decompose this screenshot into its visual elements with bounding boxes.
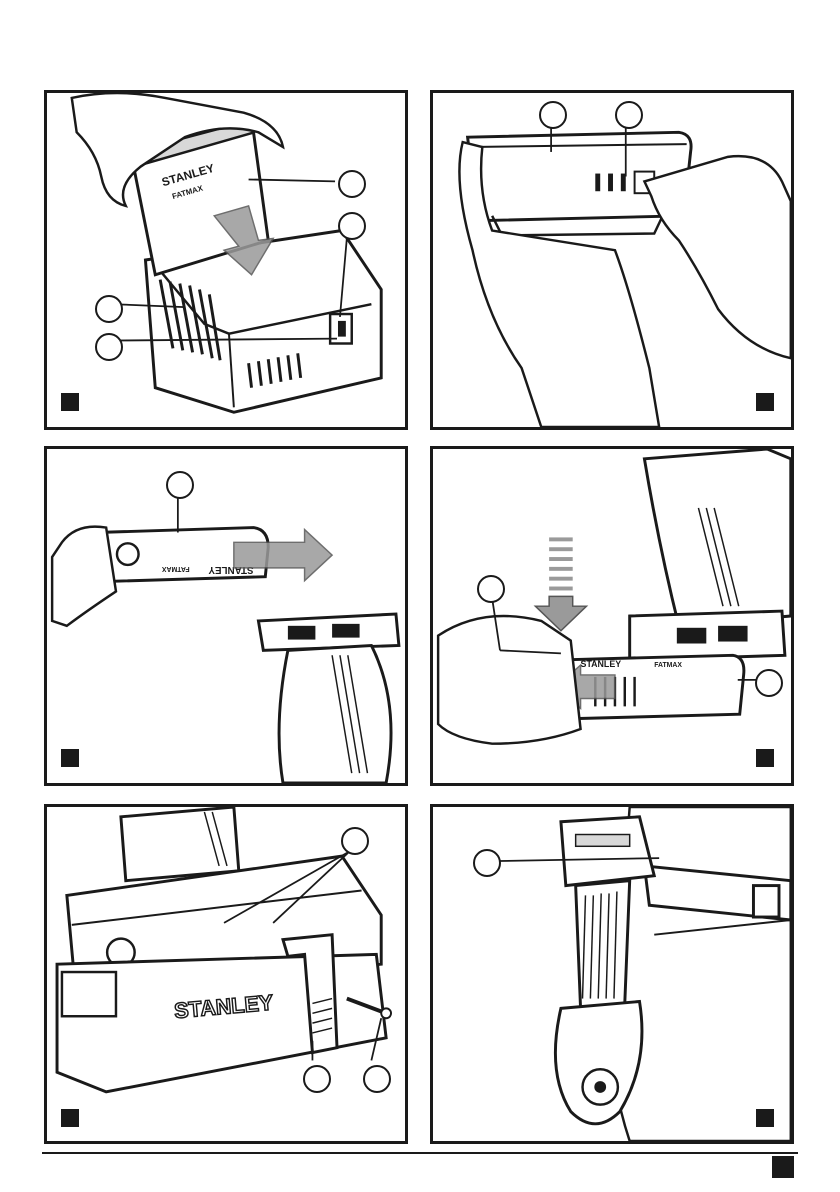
- figure-charger-insert: STANLEY FATMAX: [44, 90, 408, 430]
- callout-marker: [363, 1065, 391, 1093]
- callout-marker: [338, 170, 366, 198]
- install-battery-subbrand: FATMAX: [654, 662, 682, 669]
- figure-belt-hook-mount: STANLEY: [44, 804, 408, 1144]
- figure-battery-install-into-tool: STANLEY FATMAX: [430, 446, 794, 786]
- callout-marker: [473, 849, 501, 877]
- callout-marker: [755, 669, 783, 697]
- figure-belt-hook-worn: [430, 804, 794, 1144]
- callout-marker: [477, 575, 505, 603]
- page-number-square: [772, 1156, 794, 1178]
- callout-marker: [166, 471, 194, 499]
- figure-label-square: [756, 393, 774, 411]
- release-illustration: [433, 93, 791, 427]
- belt-hook-mount-illustration: STANLEY: [47, 807, 405, 1141]
- install-battery-brand: STANLEY: [581, 659, 622, 669]
- figure-label-square: [61, 393, 79, 411]
- charger-illustration: STANLEY FATMAX: [47, 93, 405, 427]
- figure-battery-remove-from-tool: STANLEY FATMAX: [44, 446, 408, 786]
- callout-marker: [539, 101, 567, 129]
- callout-marker: [303, 1065, 331, 1093]
- figure-label-square: [756, 749, 774, 767]
- figure-battery-release: [430, 90, 794, 430]
- install-illustration: STANLEY FATMAX: [433, 449, 791, 783]
- figure-label-square: [756, 1109, 774, 1127]
- remove-illustration: STANLEY FATMAX: [47, 449, 405, 783]
- figure-label-square: [61, 749, 79, 767]
- figure-label-square: [61, 1109, 79, 1127]
- footer-rule: [42, 1152, 798, 1154]
- callout-marker: [95, 333, 123, 361]
- callout-marker: [338, 212, 366, 240]
- callout-marker: [615, 101, 643, 129]
- callout-marker: [341, 827, 369, 855]
- callout-marker: [95, 295, 123, 323]
- remove-battery-subbrand: FATMAX: [162, 565, 190, 572]
